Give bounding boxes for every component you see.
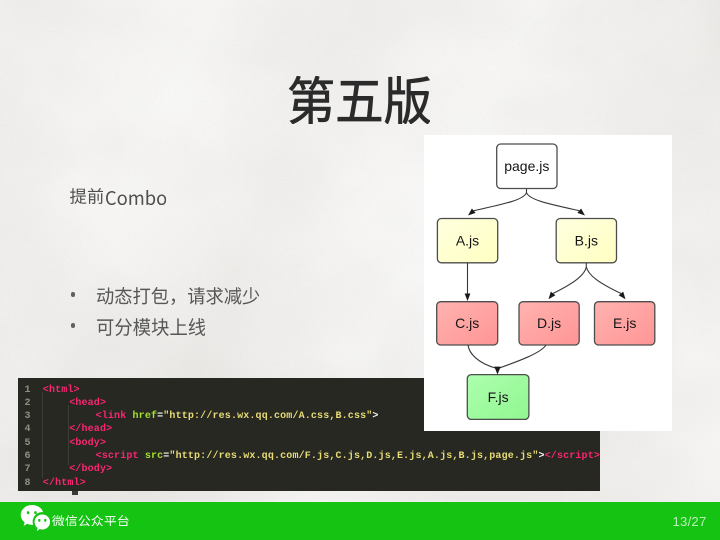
svg-text:A.js: A.js	[456, 233, 479, 249]
svg-text:E.js: E.js	[613, 315, 636, 331]
svg-text:B.js: B.js	[575, 233, 598, 249]
svg-text:C.js: C.js	[455, 315, 479, 331]
svg-text:F.js: F.js	[488, 389, 509, 405]
svg-text:D.js: D.js	[537, 315, 561, 331]
svg-text:page.js: page.js	[504, 158, 549, 174]
